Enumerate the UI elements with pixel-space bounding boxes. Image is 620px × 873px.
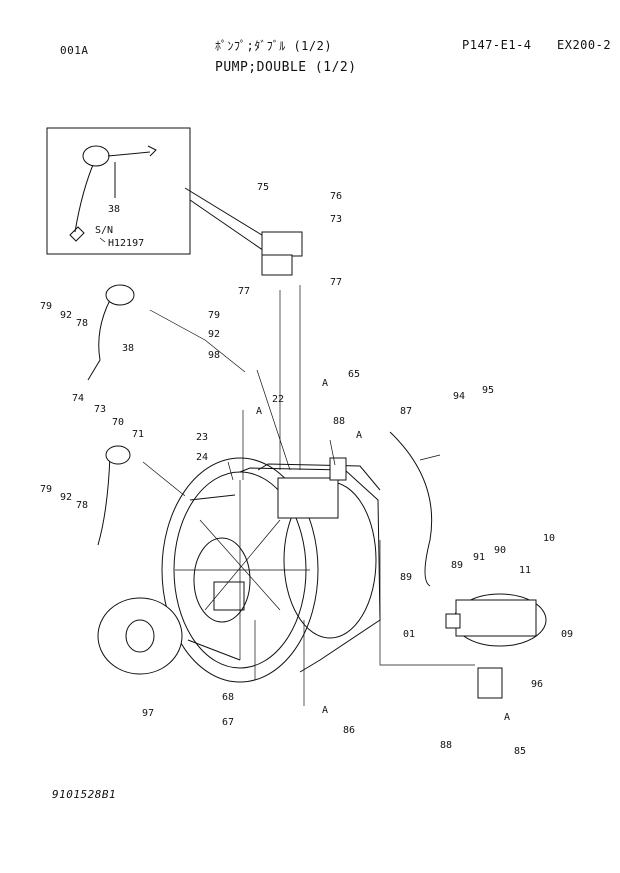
page-reference: P147-E1-4	[462, 38, 532, 52]
serial-inset: 38 S/N H12197	[46, 127, 191, 255]
callout: 92	[60, 492, 72, 503]
callout: 77	[238, 286, 250, 297]
coupling-97	[97, 581, 245, 675]
callout: 91	[473, 552, 485, 563]
callout: 73	[330, 214, 342, 225]
sensor-38	[105, 284, 135, 306]
callout: A	[322, 705, 328, 716]
model-number: EX200-2	[557, 38, 612, 52]
callout: 78	[76, 500, 88, 511]
title-japanese: ﾎﾟﾝﾌﾟ;ﾀﾞﾌﾞﾙ (1/2)	[215, 39, 333, 53]
hose-87	[389, 431, 433, 587]
solenoid-09	[445, 593, 547, 647]
callout: 97	[142, 708, 154, 719]
callout: 11	[519, 565, 531, 576]
callout: 79	[208, 310, 220, 321]
callout: 67	[222, 717, 234, 728]
callout: 86	[343, 725, 355, 736]
callout: 01	[403, 629, 415, 640]
callout: 77	[330, 277, 342, 288]
callout: 71	[132, 429, 144, 440]
callout: 74	[72, 393, 84, 404]
callout: 22	[272, 394, 284, 405]
callout: 89	[451, 560, 463, 571]
callout: 65	[348, 369, 360, 380]
callout: 23	[196, 432, 208, 443]
callout: 75	[257, 182, 269, 193]
callout: 92	[60, 310, 72, 321]
callout: 76	[330, 191, 342, 202]
callout: 79	[40, 301, 52, 312]
callout: 94	[453, 391, 465, 402]
leader-lines	[142, 285, 475, 706]
sensor-70-lead	[97, 454, 111, 546]
callout: 87	[400, 406, 412, 417]
callout: A	[356, 430, 362, 441]
callout: 98	[208, 350, 220, 361]
callout: 96	[531, 679, 543, 690]
connector-96	[477, 667, 503, 699]
callout: 79	[40, 484, 52, 495]
inset-part-number: 38	[108, 204, 120, 215]
callout: 38	[122, 343, 134, 354]
callout: 88	[333, 416, 345, 427]
callout: 90	[494, 545, 506, 556]
callout-labels: 75 76 73 77 77 79 92 98 65 22 A A 23 24 …	[40, 182, 573, 757]
callout: A	[256, 406, 262, 417]
callout: 68	[222, 692, 234, 703]
sensor-38-lead	[87, 299, 111, 381]
sensor-70	[105, 445, 131, 465]
callout: 95	[482, 385, 494, 396]
callout: A	[322, 378, 328, 389]
callout: 70	[112, 417, 124, 428]
callout: 73	[94, 404, 106, 415]
drawing-number: 9101528B1	[52, 788, 117, 801]
callout: 92	[208, 329, 220, 340]
callout: A	[504, 712, 510, 723]
title-english: PUMP;DOUBLE (1/2)	[215, 60, 357, 75]
inset-serial-value: H12197	[108, 238, 144, 249]
callout: 10	[543, 533, 555, 544]
inset-serial-label: S/N	[95, 225, 113, 236]
callout: 09	[561, 629, 573, 640]
callout: 88	[440, 740, 452, 751]
callout: 24	[196, 452, 208, 463]
callout: 89	[400, 572, 412, 583]
callout: 85	[514, 746, 526, 757]
section-code: 001A	[60, 44, 89, 57]
callout: 78	[76, 318, 88, 329]
pump-housing	[161, 457, 381, 683]
control-cables-75	[184, 187, 303, 276]
